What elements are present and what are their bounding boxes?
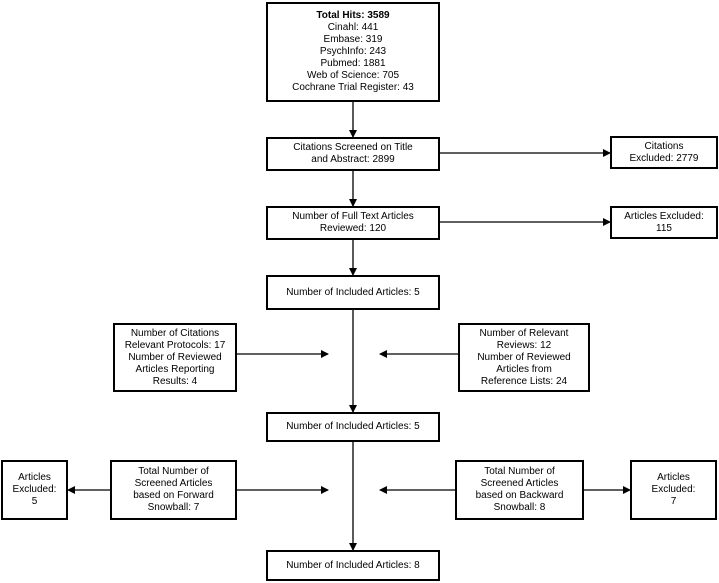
included-articles-box-1: Number of Included Articles: 5 — [266, 275, 440, 310]
reviews-line-2: Reviews: 12 — [496, 339, 552, 351]
source-web-of-science: Web of Science: 705 — [306, 70, 400, 81]
backward-snowball-box: Total Number of Screened Articles based … — [455, 460, 584, 520]
backward-line-3: based on Backward — [475, 490, 564, 501]
reviews-line-5: Reference Lists: 24 — [480, 375, 568, 387]
screened-box: Citations Screened on Title and Abstract… — [266, 137, 440, 171]
citations-excluded-box: Citations Excluded: 2779 — [610, 136, 718, 169]
protocols-line-5: Results: 4 — [152, 375, 198, 387]
total-hits-box: Total Hits: 3589 Cinahl: 441 Embase: 319… — [266, 2, 440, 102]
full-text-excluded-line-1: Articles Excluded: — [624, 210, 704, 222]
backward-excluded-line-2: Excluded: — [651, 484, 696, 495]
citations-excluded-line-2: Excluded: 2779 — [629, 152, 699, 164]
protocols-line-3: Number of Reviewed — [128, 351, 222, 363]
protocols-line-1: Number of Citations — [130, 327, 220, 339]
protocols-line-4: Articles Reporting — [135, 363, 215, 375]
full-text-line-2: Reviewed: 120 — [319, 223, 387, 234]
source-embase: Embase: 319 — [323, 34, 383, 45]
forward-excluded-line-3: 5 — [31, 496, 38, 507]
full-text-box: Number of Full Text Articles Reviewed: 1… — [266, 206, 440, 240]
source-psychinfo: PsychInfo: 243 — [319, 46, 387, 57]
forward-line-4: Snowball: 7 — [147, 502, 200, 513]
included-1-label: Number of Included Articles: 5 — [286, 286, 420, 298]
relevant-reviews-box: Number of Relevant Reviews: 12 Number of… — [458, 323, 590, 392]
total-hits-title: Total Hits: 3589 — [316, 10, 390, 21]
included-2-label: Number of Included Articles: 5 — [286, 421, 420, 432]
forward-line-3: based on Forward — [133, 490, 214, 501]
backward-line-4: Snowball: 8 — [493, 502, 546, 513]
included-articles-box-2: Number of Included Articles: 5 — [266, 412, 440, 442]
backward-excluded-line-3: 7 — [670, 496, 677, 507]
reviews-line-3: Number of Reviewed — [477, 351, 571, 363]
source-pubmed: Pubmed: 1881 — [320, 58, 386, 69]
reviews-line-4: Articles from — [496, 363, 552, 375]
backward-excluded-box: Articles Excluded: 7 — [630, 460, 717, 520]
screened-line-1: Citations Screened on Title — [293, 142, 413, 153]
forward-line-2: Screened Articles — [134, 478, 213, 489]
reviews-line-1: Number of Relevant — [479, 327, 569, 339]
full-text-line-1: Number of Full Text Articles — [292, 211, 414, 222]
backward-line-2: Screened Articles — [480, 478, 559, 489]
source-cinahl: Cinahl: 441 — [327, 22, 379, 33]
citations-excluded-line-1: Citations — [644, 140, 684, 152]
relevant-protocols-box: Number of Citations Relevant Protocols: … — [113, 323, 237, 392]
full-text-excluded-box: Articles Excluded: 115 — [610, 206, 718, 239]
protocols-line-2: Relevant Protocols: 17 — [124, 339, 226, 351]
included-3-label: Number of Included Articles: 8 — [286, 559, 420, 571]
backward-line-1: Total Number of — [484, 466, 555, 477]
forward-excluded-box: Articles Excluded: 5 — [1, 460, 68, 520]
backward-excluded-line-1: Articles — [657, 472, 690, 483]
forward-excluded-line-2: Excluded: — [12, 484, 57, 495]
source-cochrane: Cochrane Trial Register: 43 — [292, 82, 414, 93]
screened-line-2: and Abstract: 2899 — [311, 154, 395, 165]
included-articles-box-3: Number of Included Articles: 8 — [266, 550, 440, 581]
forward-line-1: Total Number of — [138, 466, 209, 477]
full-text-excluded-line-2: 115 — [656, 222, 672, 234]
forward-excluded-line-1: Articles — [18, 472, 51, 483]
forward-snowball-box: Total Number of Screened Articles based … — [110, 460, 237, 520]
